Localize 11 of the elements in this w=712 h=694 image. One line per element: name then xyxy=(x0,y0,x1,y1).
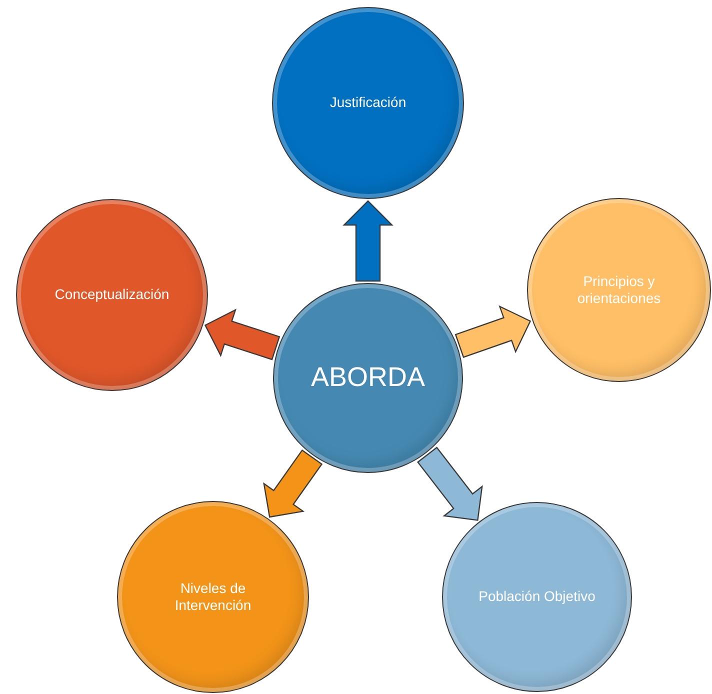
node-label: ABORDA xyxy=(310,361,426,394)
node-label: Justificación xyxy=(330,94,406,112)
block-arrow xyxy=(416,446,483,521)
block-arrow xyxy=(342,200,394,282)
block-arrow xyxy=(263,449,323,518)
node-label: Niveles de Intervención xyxy=(174,580,252,614)
block-arrow xyxy=(454,305,532,358)
node-label: Población Objetivo xyxy=(478,588,596,606)
node-label: Conceptualización xyxy=(54,286,170,304)
block-arrow xyxy=(204,308,280,360)
node-label: Principios y orientaciones xyxy=(576,272,662,308)
